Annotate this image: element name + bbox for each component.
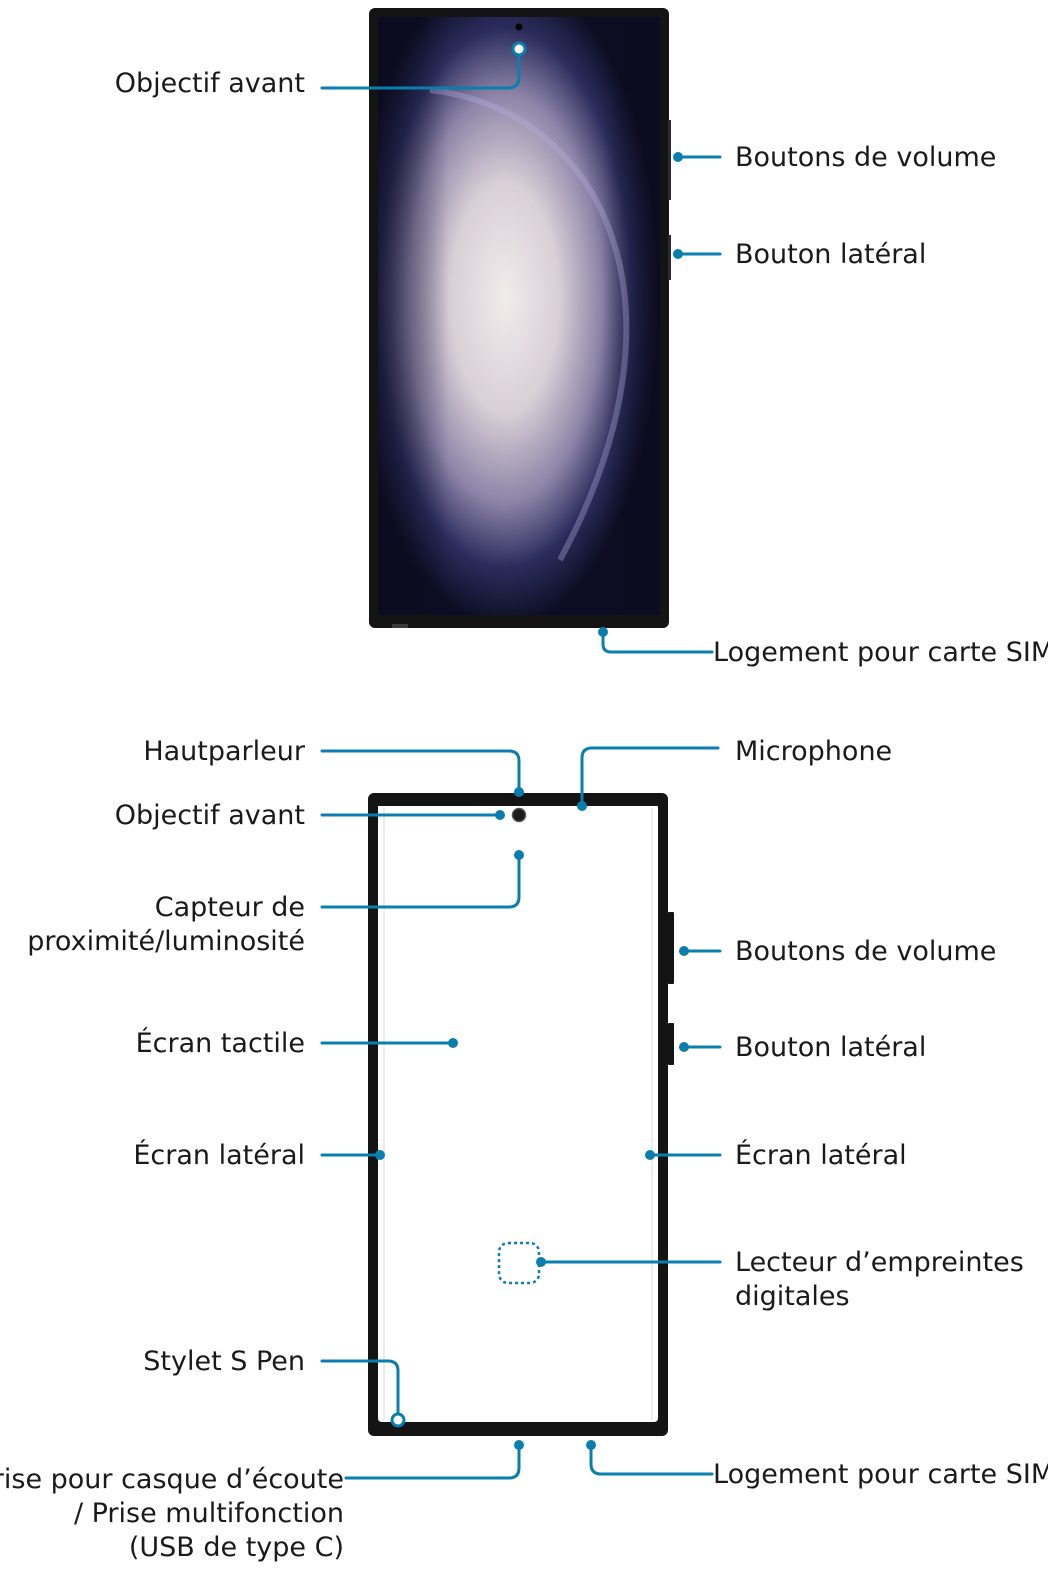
edge-right-marker bbox=[645, 1150, 655, 1160]
phone-outline bbox=[368, 793, 674, 1436]
label-side-button-top: Bouton latéral bbox=[735, 239, 926, 270]
front-camera-leader bbox=[320, 47, 521, 90]
front-camera-marker-bottom bbox=[495, 810, 505, 820]
volume-marker-bottom bbox=[679, 946, 689, 956]
front-camera-hole bbox=[515, 23, 523, 31]
side-button-marker-bottom bbox=[679, 1042, 689, 1052]
label-sim-top: Logement pour carte SIM bbox=[713, 637, 1048, 668]
label-proximity-line2: proximité/luminosité bbox=[27, 926, 305, 957]
label-proximity-line1: Capteur de bbox=[155, 892, 305, 923]
front-camera-lens bbox=[511, 807, 527, 823]
speaker-marker bbox=[514, 787, 524, 797]
label-edge-right: Écran latéral bbox=[735, 1139, 907, 1171]
label-fingerprint-line2: digitales bbox=[735, 1281, 850, 1312]
label-front-camera-bottom: Objectif avant bbox=[115, 800, 305, 831]
label-side-button-bottom: Bouton latéral bbox=[735, 1032, 926, 1063]
sim-slot-edge bbox=[392, 624, 408, 628]
label-volume-bottom: Boutons de volume bbox=[735, 936, 996, 967]
microphone-marker bbox=[577, 801, 587, 811]
volume-marker-top bbox=[673, 152, 683, 162]
proximity-marker bbox=[514, 850, 524, 860]
touch-screen-marker bbox=[448, 1038, 458, 1048]
label-speaker: Hautparleur bbox=[143, 736, 306, 767]
label-microphone: Microphone bbox=[735, 736, 892, 767]
sim-marker-bottom bbox=[586, 1440, 596, 1450]
label-touch-screen: Écran tactile bbox=[136, 1027, 305, 1059]
label-front-camera-top: Objectif avant bbox=[115, 68, 305, 99]
label-usb-line2: / Prise multifonction bbox=[74, 1498, 344, 1529]
sim-leader-top bbox=[601, 630, 714, 654]
fingerprint-marker bbox=[536, 1257, 546, 1267]
label-fingerprint-line1: Lecteur d’empreintes bbox=[735, 1247, 1024, 1278]
side-button bbox=[668, 1023, 674, 1065]
proximity-leader bbox=[320, 855, 521, 909]
edge-left-marker bbox=[375, 1150, 385, 1160]
sim-leader-bottom bbox=[589, 1446, 714, 1476]
label-edge-left: Écran latéral bbox=[133, 1139, 305, 1171]
s-pen-leader bbox=[320, 1359, 400, 1418]
microphone-leader bbox=[580, 746, 720, 804]
usb-leader bbox=[344, 1446, 521, 1480]
phone-front-render bbox=[369, 8, 671, 628]
sim-marker-top bbox=[598, 627, 608, 637]
label-usb-line3: (USB de type C) bbox=[129, 1532, 344, 1563]
label-s-pen: Stylet S Pen bbox=[143, 1346, 305, 1377]
side-button-edge bbox=[668, 235, 671, 280]
label-usb-line1: Prise pour casque d’écoute bbox=[0, 1464, 344, 1495]
front-camera-marker bbox=[511, 41, 527, 57]
side-button-marker-top bbox=[673, 249, 683, 259]
usb-marker bbox=[514, 1440, 524, 1450]
speaker-leader bbox=[320, 749, 521, 791]
volume-rocker bbox=[668, 912, 674, 984]
volume-rocker-edge bbox=[668, 120, 671, 200]
label-sim-bottom: Logement pour carte SIM bbox=[713, 1459, 1048, 1490]
label-volume-top: Boutons de volume bbox=[735, 142, 996, 173]
s-pen-marker bbox=[390, 1412, 406, 1428]
